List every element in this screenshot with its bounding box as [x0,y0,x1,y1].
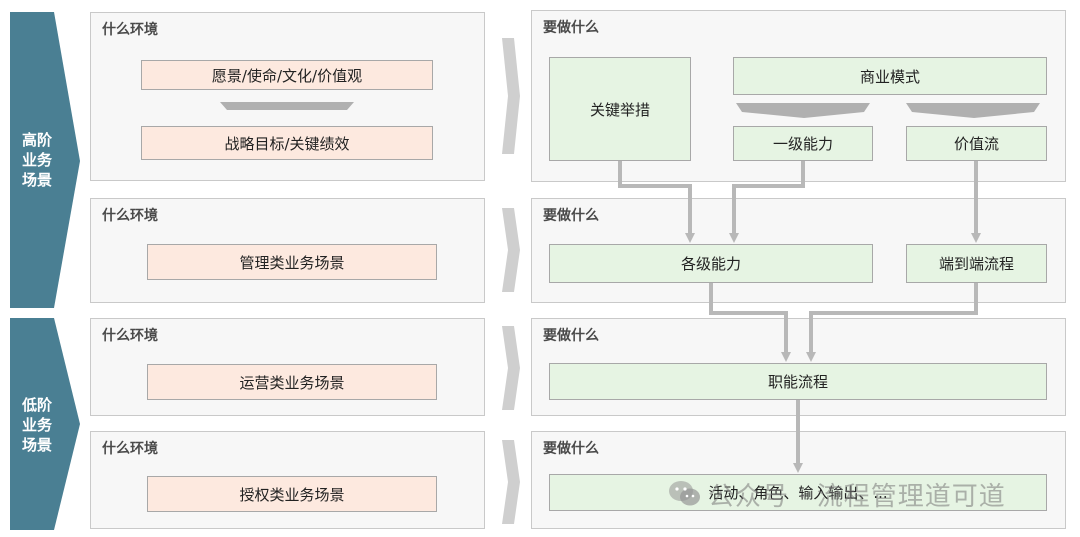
arrow-capabilities-to-functional [709,283,791,362]
todo-panel-title: 要做什么 [543,441,599,457]
down-triangle-valuestream [906,103,1040,118]
capabilities-box: 各级能力 [549,244,873,283]
wechat-icon [669,481,700,506]
down-triangle-level1 [736,103,870,118]
high-level-chevron [10,12,80,308]
functional-process-box: 职能流程 [549,363,1047,400]
value-stream-box: 价值流 [906,126,1047,161]
business-model-box: 商业模式 [733,57,1047,95]
env-panel-title: 什么环境 [102,328,158,344]
todo-panel-title: 要做什么 [543,328,599,344]
high-level-label: 高阶 业务 场景 [21,131,52,189]
strategy-goals-box: 战略目标/关键绩效 [141,126,433,160]
arrow-key-to-capabilities [618,161,695,243]
activities-box: 活动、角色、输入输出、... [549,474,1047,511]
env-panel-title: 什么环境 [102,441,158,457]
chevron-arrow-2 [502,208,520,292]
todo-panel-title: 要做什么 [543,208,599,224]
env-panel-title: 什么环境 [102,22,158,38]
low-level-label: 低阶 业务 场景 [21,396,52,454]
low-level-chevron [10,318,80,530]
watermark: 公众号 · 流程管理道可道 [668,474,1006,514]
arrow-e2e-to-functional [806,283,978,362]
management-scenario-box: 管理类业务场景 [147,244,437,280]
e2e-process-box: 端到端流程 [906,244,1047,283]
todo-panel-title: 要做什么 [543,20,599,36]
env-panel-title: 什么环境 [102,208,158,224]
chevron-arrow-3 [502,326,520,410]
watermark-text: 公众号 · 流程管理道可道 [708,481,1006,512]
authorization-scenario-box: 授权类业务场景 [147,476,437,512]
down-triangle-env [220,102,354,110]
operation-scenario-box: 运营类业务场景 [147,364,437,400]
key-measures-box: 关键举措 [549,57,691,161]
level1-capability-box: 一级能力 [733,126,873,161]
chevron-arrow-1 [502,38,520,154]
vision-mission-box: 愿景/使命/文化/价值观 [141,60,433,90]
chevron-arrow-4 [502,440,520,524]
arrow-level1-to-capabilities [729,161,805,243]
